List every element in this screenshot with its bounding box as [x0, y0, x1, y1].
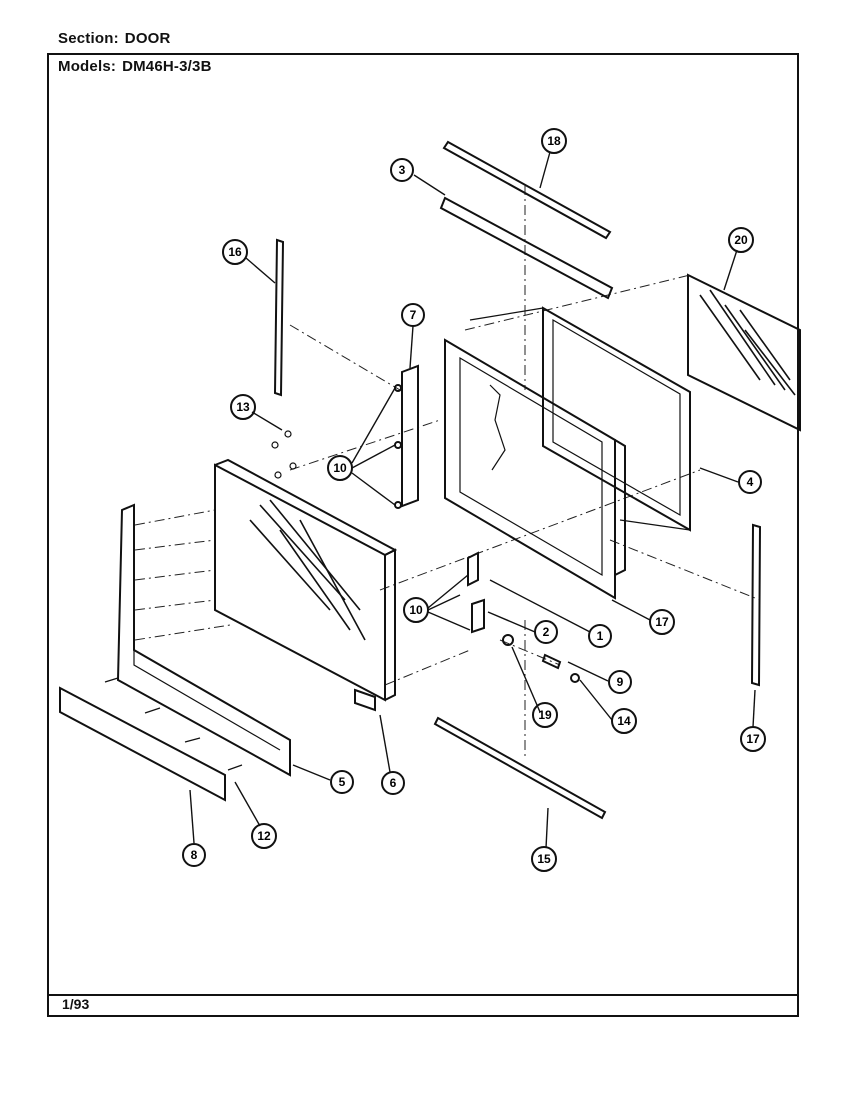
- callout-3: 3: [390, 158, 414, 182]
- callout-17-door-label: 17: [655, 615, 669, 629]
- top-trim-strip: [442, 140, 612, 240]
- callout-14-label: 14: [617, 714, 631, 728]
- callout-12-label: 12: [257, 829, 271, 843]
- hinge-hardware: [354, 551, 580, 712]
- front-trim-bar: [59, 686, 226, 802]
- callout-14: 14: [611, 708, 637, 734]
- door-front-frame: [104, 503, 291, 777]
- callout-4: 4: [738, 470, 762, 494]
- callout-18-label: 18: [547, 134, 561, 148]
- callout-6-label: 6: [390, 776, 397, 790]
- left-side-trim: [273, 238, 285, 397]
- callout-9: 9: [608, 670, 632, 694]
- door-inner-frame: [444, 338, 626, 600]
- callout-10-lower: 10: [403, 597, 429, 623]
- models-label: Models:: [58, 58, 117, 75]
- callout-12: 12: [251, 823, 277, 849]
- alignment-lines: [134, 185, 761, 760]
- glass-frame: [469, 306, 691, 532]
- callout-5: 5: [330, 770, 354, 794]
- callout-8-label: 8: [191, 848, 198, 862]
- section-label: Section:: [58, 30, 119, 47]
- callout-20: 20: [728, 227, 754, 253]
- callout-4-label: 4: [747, 475, 754, 489]
- callout-9-label: 9: [617, 675, 624, 689]
- section-heading: Section: DOOR: [58, 30, 171, 47]
- callout-20-label: 20: [734, 233, 748, 247]
- callout-6: 6: [381, 771, 405, 795]
- leader-lines: [189, 151, 756, 849]
- callout-1-label: 1: [597, 629, 604, 643]
- callout-3-label: 3: [399, 163, 406, 177]
- callout-17-door: 17: [649, 609, 675, 635]
- callout-19-label: 19: [538, 708, 552, 722]
- outer-door-panel: [214, 430, 398, 702]
- callout-7-label: 7: [410, 308, 417, 322]
- callout-17-trim-label: 17: [746, 732, 760, 746]
- callout-8: 8: [182, 843, 206, 867]
- callout-7: 7: [401, 303, 425, 327]
- callout-16-label: 16: [228, 245, 242, 259]
- top-channel: [439, 196, 614, 300]
- right-side-trim: [750, 523, 762, 687]
- footer-rule: [47, 994, 799, 996]
- callout-10-upper-label: 10: [333, 461, 347, 475]
- callout-1: 1: [588, 624, 612, 648]
- models-value: DM46H-3/3B: [122, 58, 212, 75]
- callout-10-upper: 10: [327, 455, 353, 481]
- callout-19: 19: [532, 702, 558, 728]
- diagram-frame: [47, 53, 799, 1017]
- rear-glass-panel: [687, 273, 801, 432]
- bottom-trim-strip: [433, 716, 607, 820]
- callout-13-label: 13: [236, 400, 250, 414]
- models-heading: Models: DM46H-3/3B: [58, 58, 212, 75]
- date-code: 1/93: [62, 996, 90, 1012]
- callout-15-label: 15: [537, 852, 551, 866]
- callout-15: 15: [531, 846, 557, 872]
- hinge-bracket: [394, 364, 419, 509]
- callout-13: 13: [230, 394, 256, 420]
- callout-2: 2: [534, 620, 558, 644]
- callout-17-trim: 17: [740, 726, 766, 752]
- callout-2-label: 2: [543, 625, 550, 639]
- callout-10-lower-label: 10: [409, 603, 423, 617]
- section-value: DOOR: [124, 30, 171, 47]
- callout-16: 16: [222, 239, 248, 265]
- callout-5-label: 5: [339, 775, 346, 789]
- callout-18: 18: [541, 128, 567, 154]
